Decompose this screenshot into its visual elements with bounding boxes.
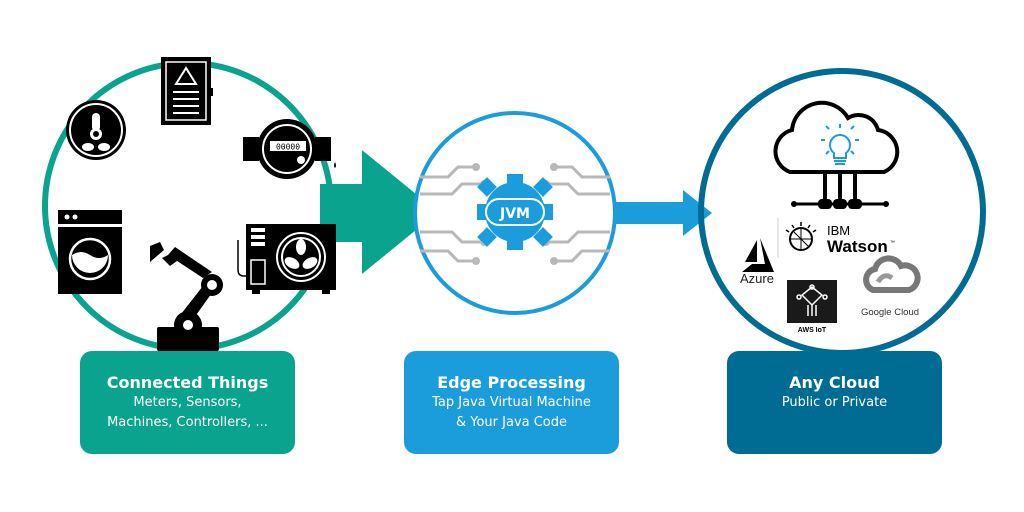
edge-processing-line-2: & Your Java Code xyxy=(455,415,568,430)
aws-iot-logo: AWS IoT xyxy=(787,280,837,334)
water-meter-icon: 00000 xyxy=(243,119,336,179)
meter-digits: 00000 xyxy=(276,143,300,152)
ibm-label: IBM xyxy=(827,223,850,238)
connected-things-line-1: Meters, Sensors, xyxy=(133,395,242,410)
thermometer-sensor-icon xyxy=(66,100,126,160)
jvm-label: JVM xyxy=(499,206,530,222)
any-cloud-circle xyxy=(698,68,986,356)
washing-machine-icon xyxy=(58,210,122,294)
air-conditioner-icon xyxy=(237,224,336,294)
any-cloud-line-1: Public or Private xyxy=(781,395,888,410)
gear-chip-icon xyxy=(477,174,553,250)
connected-things-box: Connected Things Meters, Sensors, Machin… xyxy=(80,351,295,454)
teal-arrow-icon xyxy=(320,150,438,274)
azure-label: Azure xyxy=(740,271,774,286)
connected-things-line-2: Machines, Controllers, ... xyxy=(107,415,268,430)
any-cloud-title: Any Cloud xyxy=(789,373,880,392)
edge-processing-title: Edge Processing xyxy=(437,373,586,392)
google-cloud-label: Google Cloud xyxy=(861,307,919,318)
google-cloud-logo: Google Cloud xyxy=(861,255,921,318)
electrical-panel-icon xyxy=(161,57,213,125)
blue-arrow-icon xyxy=(616,190,712,236)
cloud-lightbulb-icon xyxy=(773,100,900,209)
robot-arm-icon xyxy=(150,242,223,351)
edge-processing-box: Edge Processing Tap Java Virtual Machine… xyxy=(404,351,619,454)
aws-label: AWS IoT xyxy=(798,327,827,334)
trademark-mark: ™ xyxy=(890,240,895,246)
ibm-watson-logo: IBM Watson ™ xyxy=(777,218,895,258)
any-cloud-box: Any Cloud Public or Private xyxy=(727,351,942,454)
azure-logo: Azure xyxy=(740,238,774,286)
edge-processing-line-1: Tap Java Virtual Machine xyxy=(432,395,591,410)
watson-label: Watson xyxy=(827,237,888,256)
connected-things-title: Connected Things xyxy=(106,373,269,392)
